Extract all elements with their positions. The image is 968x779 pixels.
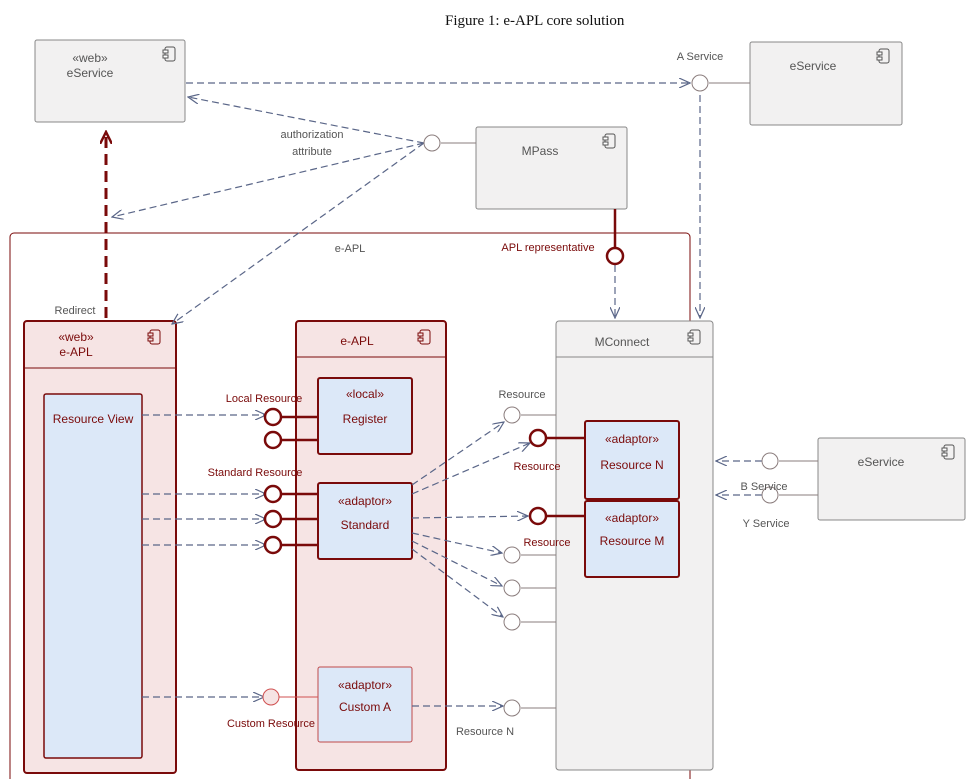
boundary-label: e-APL: [335, 243, 366, 255]
authorization-label: authorization: [281, 129, 344, 141]
eapl-core-component: e-APL «local» Register «adaptor» Standar…: [295, 320, 447, 771]
mconnect-port-2: [503, 579, 521, 597]
mconnect-name: MConnect: [595, 335, 650, 349]
resource-m-port-label: Resource: [523, 537, 570, 549]
figure-caption: Figure 1: e-APL core solution: [445, 13, 625, 29]
standard-resource-label: Standard Resource: [208, 467, 303, 479]
eservice-a-component: eService: [749, 41, 903, 126]
standard-resource-port-3: [263, 535, 283, 555]
apl-representative-label: APL representative: [501, 242, 594, 254]
resource-m-stereotype: «adaptor»: [605, 511, 659, 525]
y-service-label: Y Service: [743, 518, 790, 530]
mconnect-component: MConnect «adaptor» Resource N «adaptor» …: [555, 320, 714, 771]
resource-n-stereotype: «adaptor»: [605, 432, 659, 446]
resource-m-port: [528, 506, 548, 526]
custom-a-box: [317, 666, 413, 743]
eservice-b-component: eService: [817, 437, 966, 521]
mconnect-port-1: [503, 546, 521, 564]
eservice-web-stereotype: «web»: [72, 51, 108, 65]
eapl-web-name: e-APL: [59, 345, 93, 359]
eservice-web-component: «web» eService: [34, 39, 186, 123]
custom-resource-label: Custom Resource: [227, 718, 315, 730]
mpass-port: [423, 134, 441, 152]
standard-resource-port-1: [263, 484, 283, 504]
local-resource-label: Local Resource: [226, 393, 302, 405]
b-service-label: B Service: [740, 481, 787, 493]
eservice-a-name: eService: [790, 59, 837, 73]
resource-n-box: [584, 420, 680, 500]
apl-representative-port: [605, 246, 625, 266]
dependency-arrows: [112, 83, 762, 706]
local-resource-port-1: [263, 407, 283, 427]
redirect-label: Redirect: [55, 305, 96, 317]
standard-stereotype: «adaptor»: [338, 494, 392, 508]
custom-resource-port: [262, 688, 280, 706]
standard-resource-port-2: [263, 509, 283, 529]
custom-a-stereotype: «adaptor»: [338, 678, 392, 692]
resource-n-port: [528, 428, 548, 448]
register-stereotype: «local»: [346, 387, 384, 401]
resource-top-label: Resource: [498, 389, 545, 401]
eservice-b-name: eService: [858, 455, 905, 469]
mpass-name: MPass: [522, 144, 559, 158]
standard-name: Standard: [341, 518, 390, 532]
mconnect-resource-port: [503, 406, 521, 424]
register-name: Register: [343, 412, 388, 426]
resource-view-box: [43, 393, 143, 759]
y-service-port: [761, 486, 779, 504]
custom-a-name: Custom A: [339, 700, 391, 714]
mconnect-port-3: [503, 613, 521, 631]
b-service-port: [761, 452, 779, 470]
resource-view-name: Resource View: [53, 412, 134, 426]
ports: [262, 74, 779, 717]
attribute-label: attribute: [292, 146, 332, 158]
resource-m-box: [584, 500, 680, 578]
eapl-web-stereotype: «web»: [58, 330, 94, 344]
eapl-web-component: «web» e-APL Resource View: [23, 320, 177, 774]
eapl-core-name: e-APL: [340, 334, 374, 348]
a-service-port: [691, 74, 709, 92]
standard-box: [317, 482, 413, 560]
resource-n-port-label: Resource: [513, 461, 560, 473]
mconnect-resource-n-port: [503, 699, 521, 717]
a-service-label: A Service: [677, 51, 723, 63]
eservice-web-name: eService: [67, 66, 114, 80]
local-resource-port-2: [263, 430, 283, 450]
resource-n-name: Resource N: [600, 458, 663, 472]
mpass-component: MPass: [475, 126, 628, 210]
port-lines: [279, 82, 818, 709]
resource-m-name: Resource M: [600, 534, 665, 548]
resource-n-bottom-label: Resource N: [456, 726, 514, 738]
labels: A Service authorization attribute APL re…: [55, 51, 790, 738]
